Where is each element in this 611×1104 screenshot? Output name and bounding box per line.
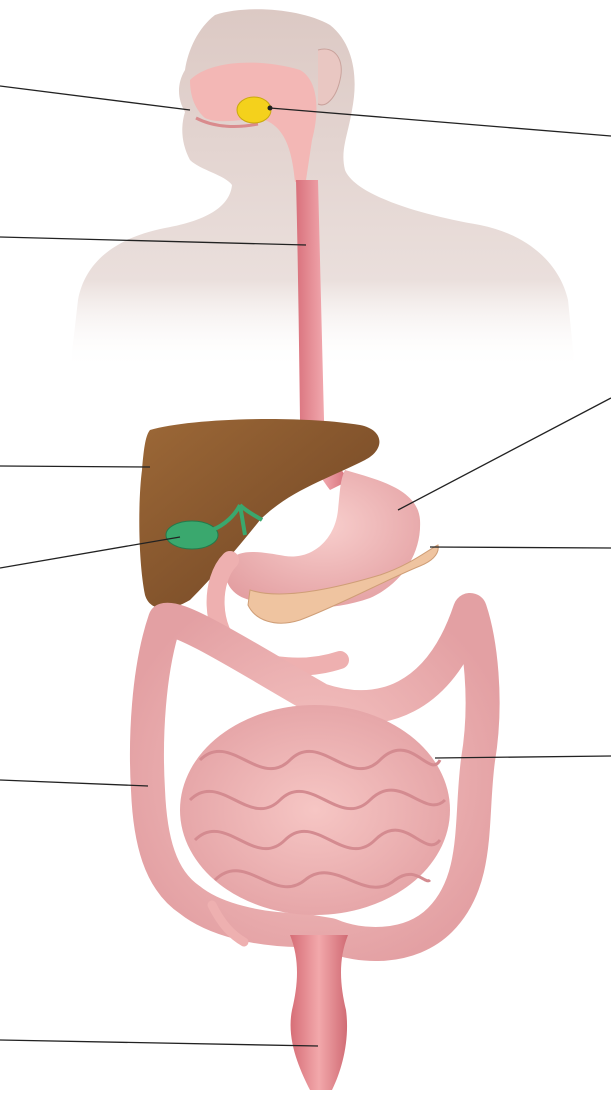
leader-line-mouth bbox=[0, 86, 190, 110]
rectum bbox=[290, 935, 348, 1090]
leader-line-liver bbox=[0, 466, 150, 467]
leader-endpoints bbox=[268, 106, 273, 111]
leader-line-pancreas bbox=[430, 547, 611, 548]
salivary-gland bbox=[237, 97, 271, 123]
small-intestine bbox=[180, 705, 450, 915]
leader-line-stomach bbox=[398, 398, 611, 510]
body-silhouette bbox=[70, 9, 575, 370]
leader-dot-salivary bbox=[268, 106, 273, 111]
leader-line-rectum bbox=[0, 1040, 318, 1046]
leader-line-large-intestine bbox=[0, 780, 148, 786]
